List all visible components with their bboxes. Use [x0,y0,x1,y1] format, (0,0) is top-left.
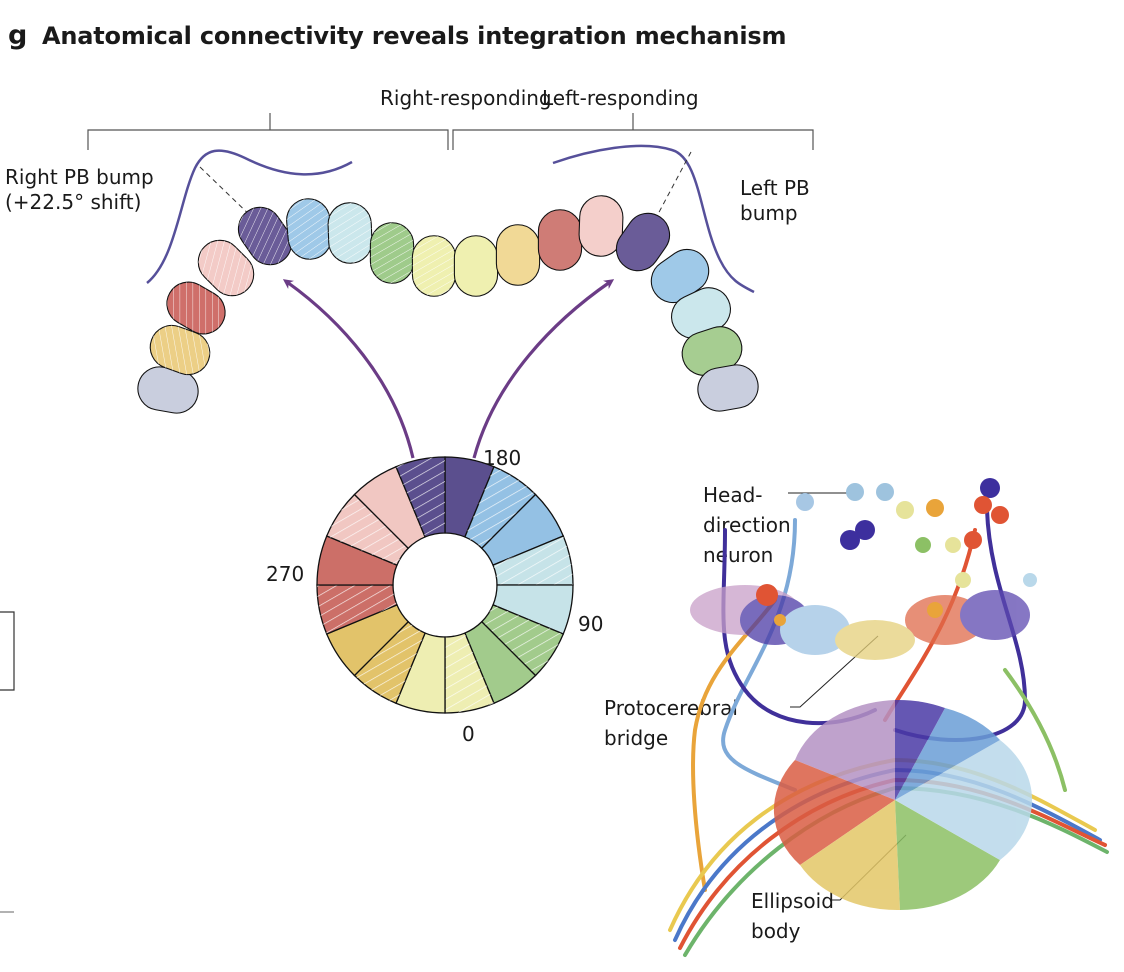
pb-glomerulus-left-responding [697,364,759,412]
pb-glomerulus-right-responding-hatch [286,198,332,260]
pb-glomerulus-left-responding [578,195,624,257]
pb-glomerulus-left-responding [495,224,541,286]
neuron-anatomy-image [668,478,1109,957]
eb-line1: Ellipsoid [751,889,834,913]
pb-glomerulus-right-responding-hatch [150,325,210,375]
ring-label-0: 0 [462,722,475,746]
pb-glomerulus-left-responding [537,209,583,271]
pb-glomerulus-right-responding-hatch [328,202,372,264]
left-responding-label: Left-responding [542,86,699,110]
panel-title: Anatomical connectivity reveals integrat… [42,22,787,50]
pb-glomerulus-left-responding [453,235,499,297]
right-pb-bump-line2: (+22.5° shift) [5,190,142,214]
left-pb-bump-line2: bump [740,201,798,225]
pb-line2: bridge [604,726,669,750]
pb-line1: Protocerebral [604,696,738,720]
ring-segment-hatch [317,585,397,634]
right-responding-label: Right-responding [380,86,552,110]
left-pb-bump-curve [552,144,755,294]
ring-label-270: 270 [266,562,305,586]
ring-segment-hatch [445,633,494,713]
pb-glomerulus-right-responding-hatch [238,207,292,265]
arrow-to-left-pb [472,279,615,459]
left-bump-peak-dashed-line [656,151,692,217]
eb-line2: body [751,919,801,943]
ring-segment-hatch [464,466,536,549]
pb-glomerulus-left-responding [615,212,671,272]
arrow-to-right-pb [282,279,415,459]
left-pb-bump-line1: Left PB [740,176,810,200]
protocerebral-bridge-leader [790,635,879,708]
pb-glomerulus-right-responding-hatch [166,282,226,334]
head-direction-line3: neuron [703,543,774,567]
right-pb-bump-curve [146,149,353,284]
heading-ring [316,456,574,714]
pb-glomerulus-right-responding-hatch [412,235,456,297]
right-pb-bump-label: Right PB bump (+22.5° shift) [5,165,154,215]
right-pb-bump-line1: Right PB bump [5,165,154,189]
protocerebral-bridge-glomeruli [137,195,759,414]
bracket-right-responding [87,113,449,150]
left-pb-bump-label: Left PB bump [740,176,810,226]
panel-letter: g [8,20,28,51]
adjacent-panel-fragment [0,611,15,691]
head-direction-line2: direction [703,513,791,537]
ring-segment-hatch [493,536,573,585]
bracket-left-responding [452,113,814,150]
ring-segment-hatch [396,457,445,537]
ring-label-90: 90 [578,612,604,636]
protocerebral-bridge-label: Protocerebral bridge [604,693,738,753]
ellipsoid-body-label: Ellipsoid body [751,886,834,946]
ring-segment-hatch [481,604,564,676]
pb-glomerulus-right-responding-hatch [370,222,414,284]
ring-segment-hatch [326,494,409,566]
pb-glomerulus-right-responding-hatch [198,240,254,296]
ring-segment-hatch [354,621,426,704]
head-direction-neuron-label: Head- direction neuron [703,480,791,570]
head-direction-line1: Head- [703,483,763,507]
